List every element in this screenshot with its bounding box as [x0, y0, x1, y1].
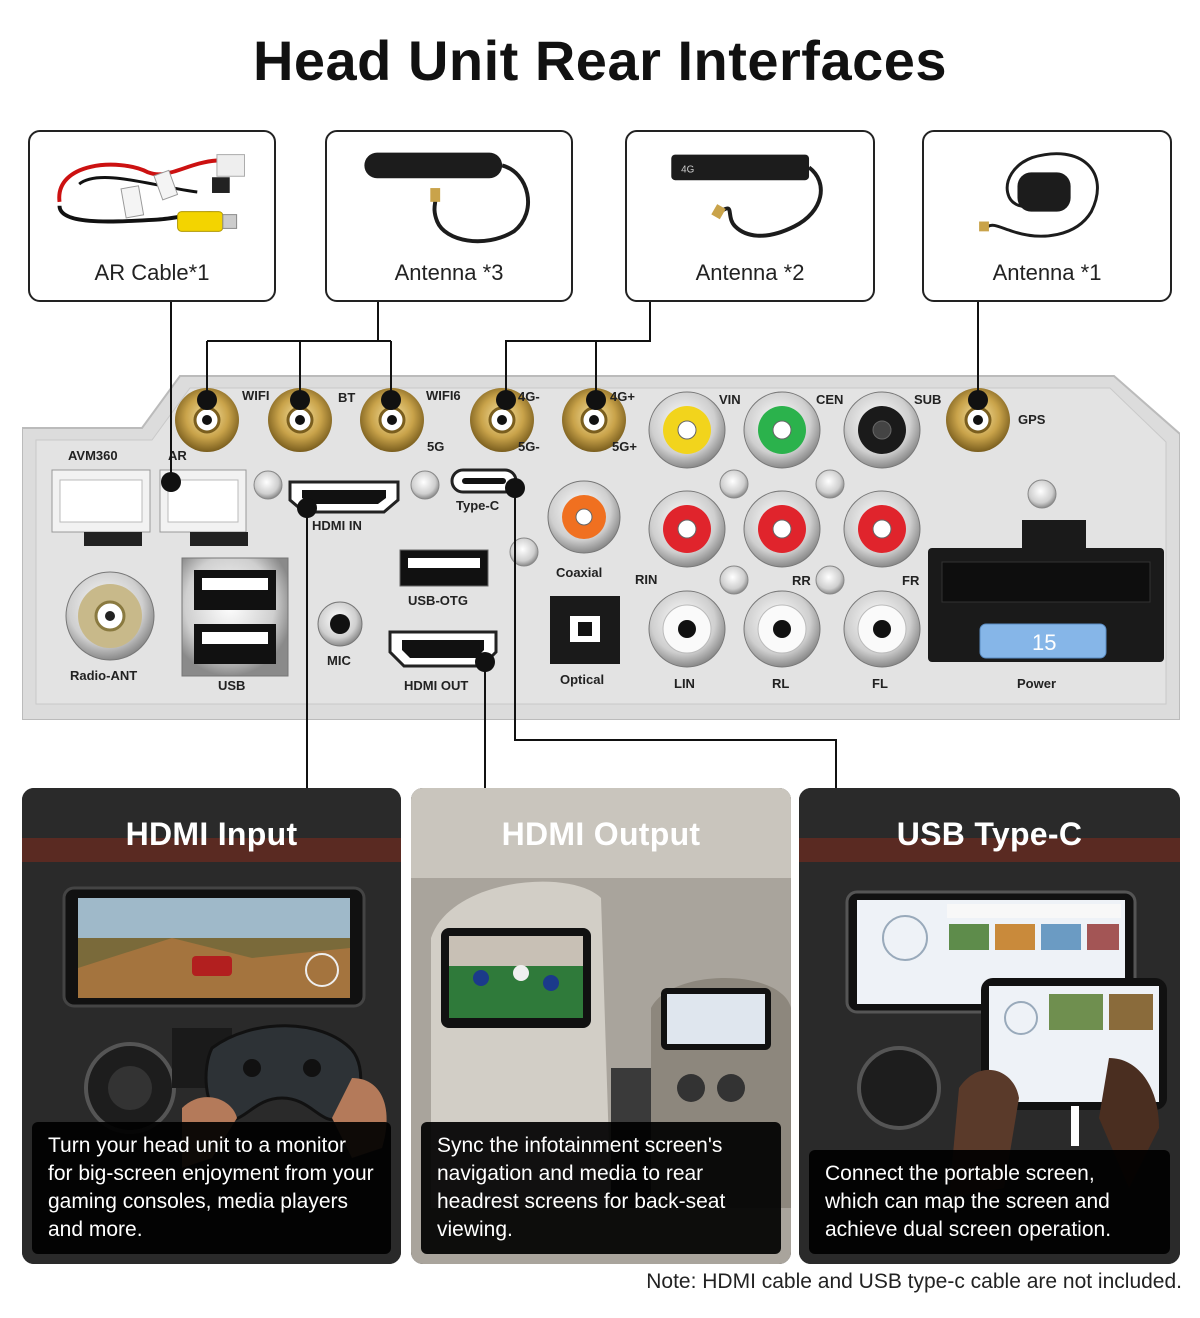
feature-hdmi-input: HDMI Input Turn your head unit to a moni… — [22, 788, 401, 1264]
feature-description: Sync the infotainment screen's navigatio… — [421, 1122, 781, 1254]
accessory-label: Antenna *3 — [394, 260, 504, 285]
sma-wifi — [175, 388, 239, 452]
page-title: Head Unit Rear Interfaces — [252, 29, 948, 92]
label-sub: SUB — [914, 392, 941, 407]
hdmi-in-port — [288, 480, 400, 514]
rca-vin — [648, 391, 726, 469]
label-wifi6: WIFI6 — [426, 388, 461, 403]
accessory-label: AR Cable*1 — [94, 260, 210, 285]
antenna-2-image: 4G — [671, 154, 823, 238]
rca-fr — [843, 490, 921, 568]
label-fuse: 15 — [1032, 630, 1056, 655]
feature-title: USB Type-C — [896, 816, 1083, 852]
rca-rin — [648, 490, 726, 568]
svg-text:4G: 4G — [681, 164, 694, 175]
label-4g-minus: 4G- — [518, 389, 540, 404]
usb-port-dual — [181, 557, 289, 677]
accessory-antenna-2: 4G Antenna *2 — [625, 130, 875, 302]
type-c-port — [450, 468, 518, 494]
feature-hdmi-output: HDMI Output Sync the infotainment screen… — [411, 788, 791, 1264]
label-rin: RIN — [635, 572, 657, 587]
label-power: Power — [1017, 676, 1056, 691]
label-bt: BT — [338, 390, 355, 405]
label-hdmi-in: HDMI IN — [312, 518, 362, 533]
ar-connector — [159, 469, 248, 546]
label-5g-plus: 5G+ — [612, 439, 637, 454]
label-fr: FR — [902, 573, 920, 588]
sma-bt — [268, 388, 332, 452]
power-connector — [928, 520, 1164, 662]
feature-usb-type-c: USB Type-C Connect the portable screen, … — [799, 788, 1180, 1264]
label-gps: GPS — [1018, 412, 1046, 427]
label-cen: CEN — [816, 392, 843, 407]
radio-ant-port — [65, 571, 155, 661]
hdmi-out-port — [388, 630, 498, 668]
label-5g: 5G — [427, 439, 444, 454]
accessory-label: Antenna *2 — [695, 260, 805, 285]
label-5g-minus: 5G- — [518, 439, 540, 454]
ar-cable-image — [57, 154, 245, 232]
label-lin: LIN — [674, 676, 695, 691]
label-usb-otg: USB-OTG — [408, 593, 468, 608]
label-vin: VIN — [719, 392, 741, 407]
label-type-c: Type-C — [456, 498, 500, 513]
label-usb: USB — [218, 678, 245, 693]
label-avm360: AVM360 — [68, 448, 118, 463]
label-wifi: WIFI — [242, 388, 269, 403]
mic-jack — [317, 601, 363, 647]
label-hdmi-out: HDMI OUT — [404, 678, 468, 693]
rca-coaxial — [547, 480, 621, 554]
rca-fl — [843, 590, 921, 668]
rear-panel: WIFI BT WIFI6 4G- 4G+ VIN CEN SUB GPS AV… — [22, 375, 1180, 720]
label-rr: RR — [792, 573, 811, 588]
accessory-antenna-1: Antenna *1 — [922, 130, 1172, 302]
rca-rl — [743, 590, 821, 668]
avm360-connector — [51, 469, 151, 546]
accessory-ar-cable: AR Cable*1 — [28, 130, 276, 302]
feature-description: Connect the portable screen, which can m… — [809, 1150, 1170, 1254]
label-rl: RL — [772, 676, 789, 691]
label-coaxial: Coaxial — [556, 565, 602, 580]
feature-title: HDMI Input — [125, 816, 298, 852]
sma-wifi6 — [360, 388, 424, 452]
label-ar: AR — [168, 448, 187, 463]
feature-title: HDMI Output — [501, 816, 701, 852]
rca-rr — [743, 490, 821, 568]
feature-description: Turn your head unit to a monitor for big… — [32, 1122, 391, 1254]
rca-cen — [743, 391, 821, 469]
label-optical: Optical — [560, 672, 604, 687]
optical-port — [550, 596, 620, 664]
accessory-antenna-3: Antenna *3 — [325, 130, 573, 302]
accessory-label: Antenna *1 — [992, 260, 1102, 285]
antenna-3-image — [364, 152, 531, 244]
label-radio-ant: Radio-ANT — [70, 668, 137, 683]
rca-sub — [843, 391, 921, 469]
label-4g-plus: 4G+ — [610, 389, 635, 404]
footnote: Note: HDMI cable and USB type-c cable ar… — [646, 1270, 1182, 1293]
rca-lin — [648, 590, 726, 668]
label-fl: FL — [872, 676, 888, 691]
label-mic: MIC — [327, 653, 351, 668]
sma-4g-minus — [470, 388, 534, 452]
sma-gps — [946, 388, 1010, 452]
usb-otg-port — [399, 549, 489, 587]
antenna-1-image — [979, 152, 1099, 238]
